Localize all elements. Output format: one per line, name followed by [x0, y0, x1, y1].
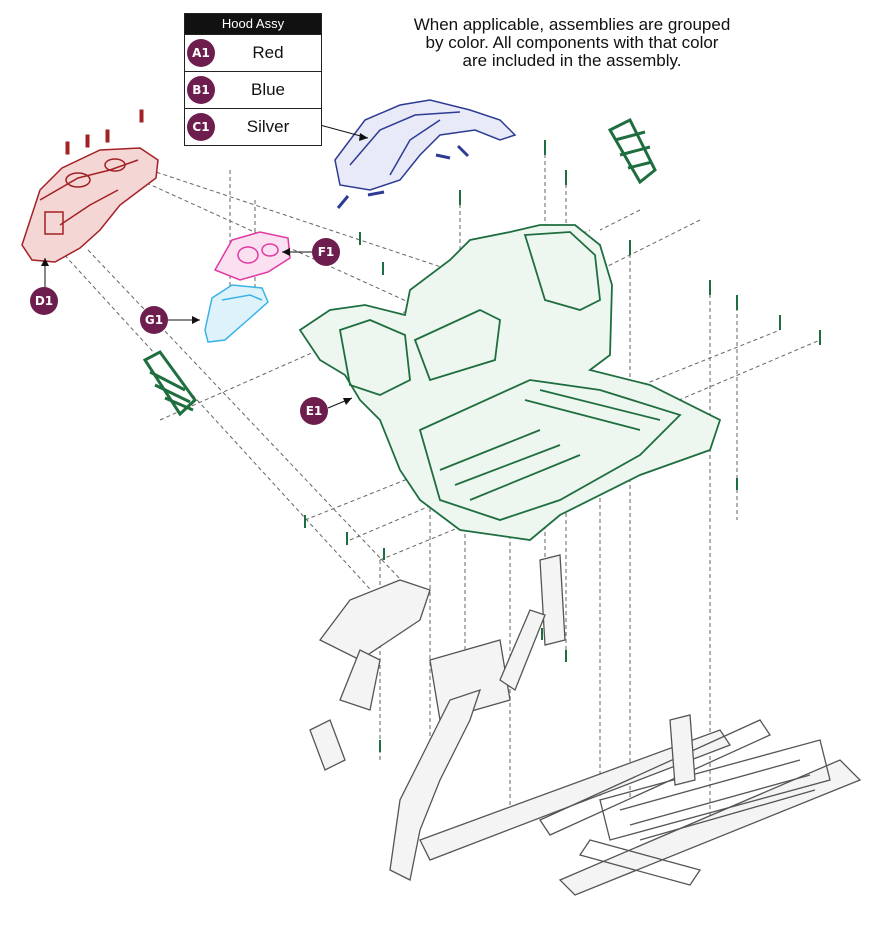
legend-color-silver: Silver: [246, 117, 290, 136]
badge-a1: A1: [187, 39, 215, 67]
legend-title: Hood Assy: [185, 14, 321, 34]
note-line-3: are included in the assembly.: [462, 51, 682, 70]
badge-b1: B1: [187, 76, 215, 104]
assembly-color-note: When applicable, assemblies are grouped …: [350, 16, 794, 70]
part-f1: [213, 231, 291, 281]
part-g1: [204, 284, 269, 343]
hood-assy-legend: Hood Assy A1 Red B1 Blue C1 Silver: [184, 13, 322, 146]
legend-row-a1: A1 Red: [185, 34, 321, 71]
legend-color-blue: Blue: [250, 80, 286, 99]
floor-mat-right: [607, 117, 657, 185]
leader-arrowheads: [41, 133, 368, 405]
hood-part-b1: [334, 99, 517, 191]
hood-part-d1: [21, 147, 159, 263]
screws-d1: [65, 109, 144, 155]
body-shroud-e1: [298, 224, 722, 541]
legend-row-b1: B1 Blue: [185, 71, 321, 108]
callout-d1: D1: [30, 287, 58, 315]
legend-row-c1: C1 Silver: [185, 108, 321, 145]
note-line-2: by color. All components with that color: [425, 33, 719, 52]
legend-color-red: Red: [252, 43, 284, 62]
callout-e1: E1: [300, 397, 328, 425]
scooter-frame: [309, 554, 862, 896]
blue-trim-pieces: [336, 144, 470, 209]
floor-mat-left: [142, 350, 197, 417]
note-line-1: When applicable, assemblies are grouped: [413, 15, 731, 34]
callout-f1: F1: [312, 238, 340, 266]
badge-c1: C1: [187, 113, 215, 141]
callout-g1: G1: [140, 306, 168, 334]
screws-e1: [304, 140, 821, 752]
